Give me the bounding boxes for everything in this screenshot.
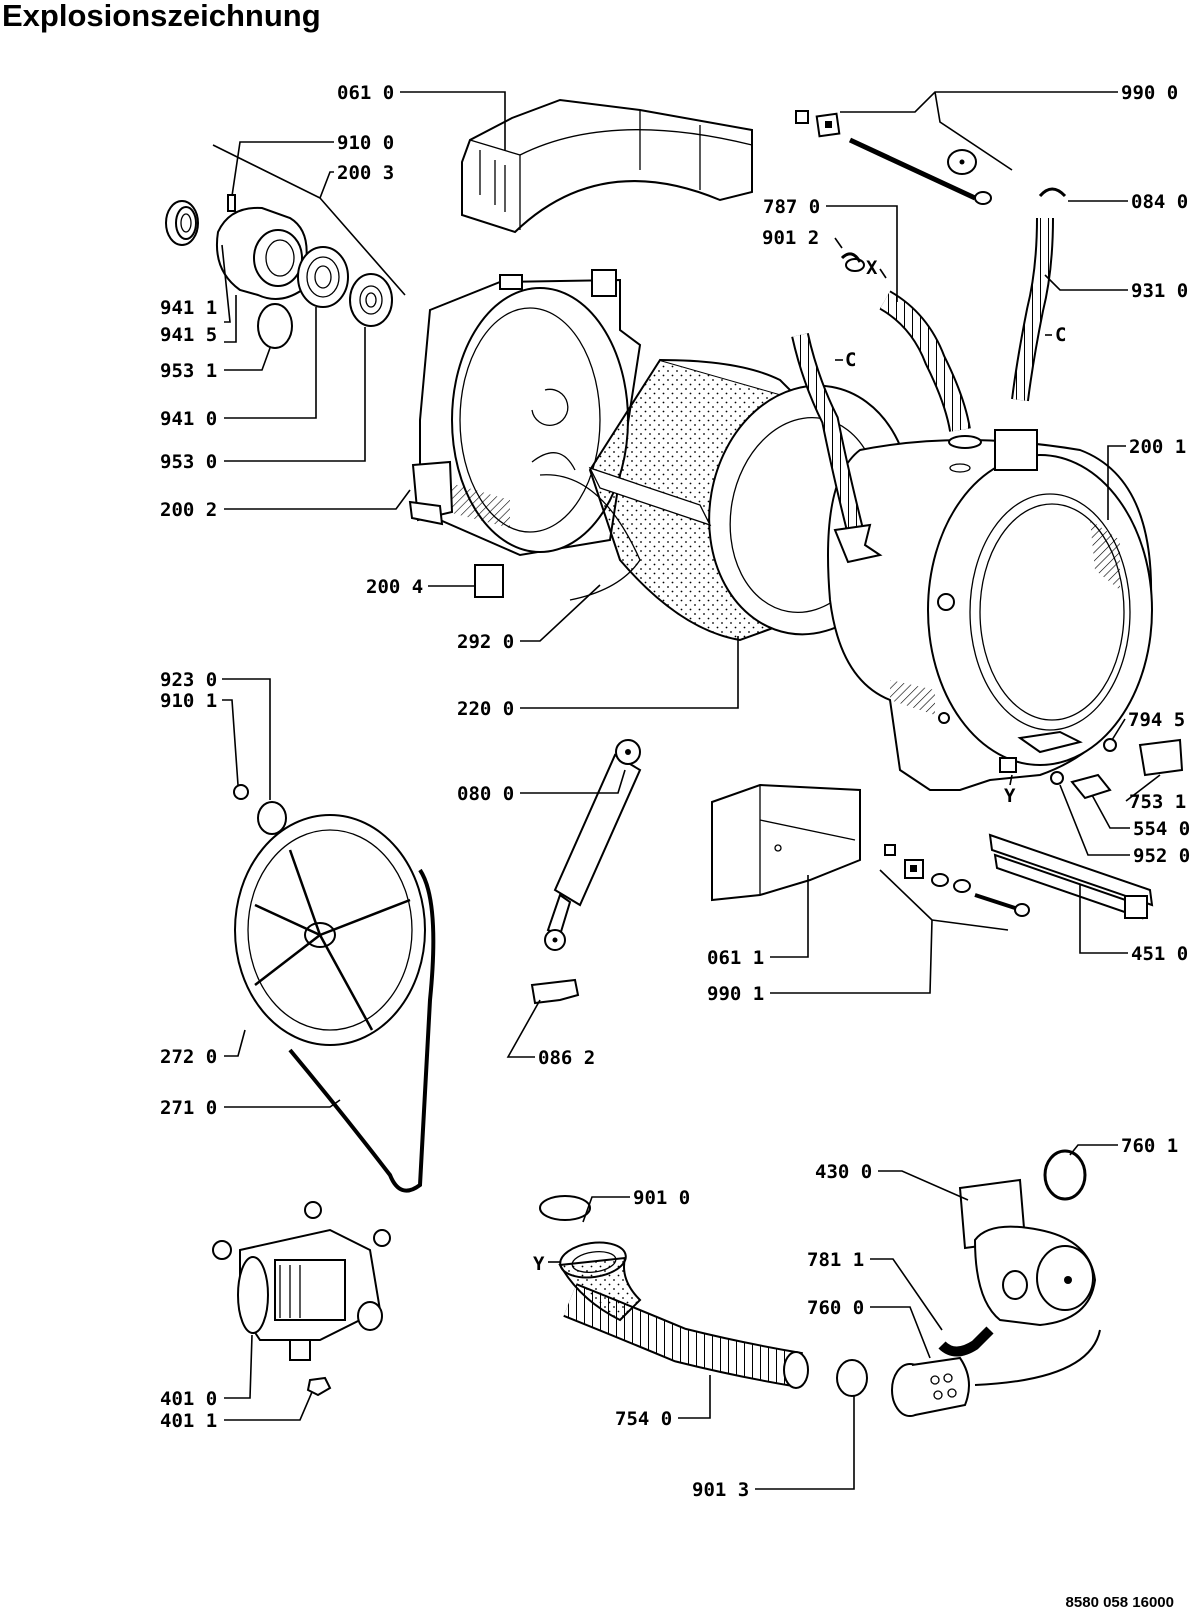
callout-401-0: 401 0: [160, 1388, 217, 1410]
drain-hose-754: [558, 1241, 809, 1389]
nut-401-1: [306, 1376, 332, 1397]
callout-952-0: 952 0: [1133, 845, 1190, 867]
pulley-part: [234, 814, 426, 1046]
bellows-hose-787: [840, 252, 971, 433]
callout-061-0: 061 0: [337, 82, 394, 104]
marker-y-hose: Y: [533, 1253, 545, 1275]
heater-part: [988, 833, 1154, 920]
callout-554-0: 554 0: [1133, 818, 1190, 840]
callout-200-4: 200 4: [366, 576, 423, 598]
clip-part: [474, 564, 504, 598]
wire-part: [974, 1329, 1101, 1386]
counterweight-part: [711, 783, 861, 902]
callout-200-2: 200 2: [160, 499, 217, 521]
damper-part: [544, 739, 642, 951]
callout-760-1: 760 1: [1121, 1135, 1178, 1157]
washer-part: [257, 801, 287, 835]
callout-781-1: 781 1: [807, 1249, 864, 1271]
marker-c-right: C: [1055, 324, 1066, 346]
callout-910-0: 910 0: [337, 132, 394, 154]
clamp-901-0: [539, 1195, 591, 1221]
fastener-kit-top: [795, 110, 992, 205]
callout-430-0: 430 0: [815, 1161, 872, 1183]
callout-753-1: 753 1: [1129, 791, 1186, 813]
callout-923-0: 923 0: [160, 669, 217, 691]
grommet-952: [1050, 771, 1064, 785]
callout-787-0: 787 0: [763, 196, 820, 218]
motor-part: [212, 1201, 391, 1361]
bracket-086-part: [530, 978, 580, 1005]
sensor-part: [1103, 738, 1117, 752]
belt-part: [288, 868, 436, 1193]
callout-086-2: 086 2: [538, 1047, 595, 1069]
callout-931-0: 931 0: [1131, 280, 1188, 302]
document-number: 8580 058 16000: [1065, 1594, 1174, 1611]
tube-781-1: [938, 1326, 994, 1357]
callout-794-5: 794 5: [1128, 709, 1185, 731]
connector-753: [1138, 738, 1184, 777]
callout-labels: 061 0 990 0 910 0 200 3 787 0 084 0 901 …: [160, 82, 1190, 1501]
callout-953-1: 953 1: [160, 360, 217, 382]
nut-part: [233, 784, 249, 800]
callout-200-1: 200 1: [1129, 436, 1186, 458]
marker-c-left: C: [845, 349, 856, 371]
callout-941-0: 941 0: [160, 408, 217, 430]
hose-left-c: [791, 333, 883, 564]
callout-901-0: 901 0: [633, 1187, 690, 1209]
drain-pump-part: [958, 1178, 1097, 1327]
ntc-sensor-554: [1070, 773, 1112, 800]
hose-right-c: [1011, 217, 1054, 402]
marker-y-tub: Y: [1004, 785, 1016, 807]
callout-990-0: 990 0: [1121, 82, 1178, 104]
callout-901-2: 901 2: [762, 227, 819, 249]
front-tub-part: [827, 429, 1153, 791]
page-title: Explosionszeichnung: [2, 0, 321, 33]
filter-760-0: [891, 1356, 970, 1417]
callout-941-5: 941 5: [160, 324, 217, 346]
callout-271-0: 271 0: [160, 1097, 217, 1119]
fastener-kit-middle: [884, 844, 1030, 917]
callout-754-0: 754 0: [615, 1408, 672, 1430]
callout-080-0: 080 0: [457, 783, 514, 805]
callout-990-1: 990 1: [707, 983, 764, 1005]
callout-953-0: 953 0: [160, 451, 217, 473]
clamp-901-3: [836, 1359, 868, 1397]
callout-451-0: 451 0: [1131, 943, 1188, 965]
gasket-760-1: [1043, 1149, 1087, 1201]
top-cover-part: [461, 98, 753, 234]
callout-084-0: 084 0: [1131, 191, 1188, 213]
callout-901-3: 901 3: [692, 1479, 749, 1501]
callout-910-1: 910 1: [160, 690, 217, 712]
rear-tub-part: [408, 269, 642, 601]
hook-part: [1038, 187, 1067, 198]
callout-220-0: 220 0: [457, 698, 514, 720]
callout-272-0: 272 0: [160, 1046, 217, 1068]
callout-200-3: 200 3: [337, 162, 394, 184]
callout-061-1: 061 1: [707, 947, 764, 969]
bearing-group: [165, 194, 393, 349]
callout-941-1: 941 1: [160, 297, 217, 319]
callout-760-0: 760 0: [807, 1297, 864, 1319]
callout-401-1: 401 1: [160, 1410, 217, 1432]
callout-292-0: 292 0: [457, 631, 514, 653]
leader-lines: [212, 91, 1161, 1490]
marker-x: X: [866, 257, 878, 279]
